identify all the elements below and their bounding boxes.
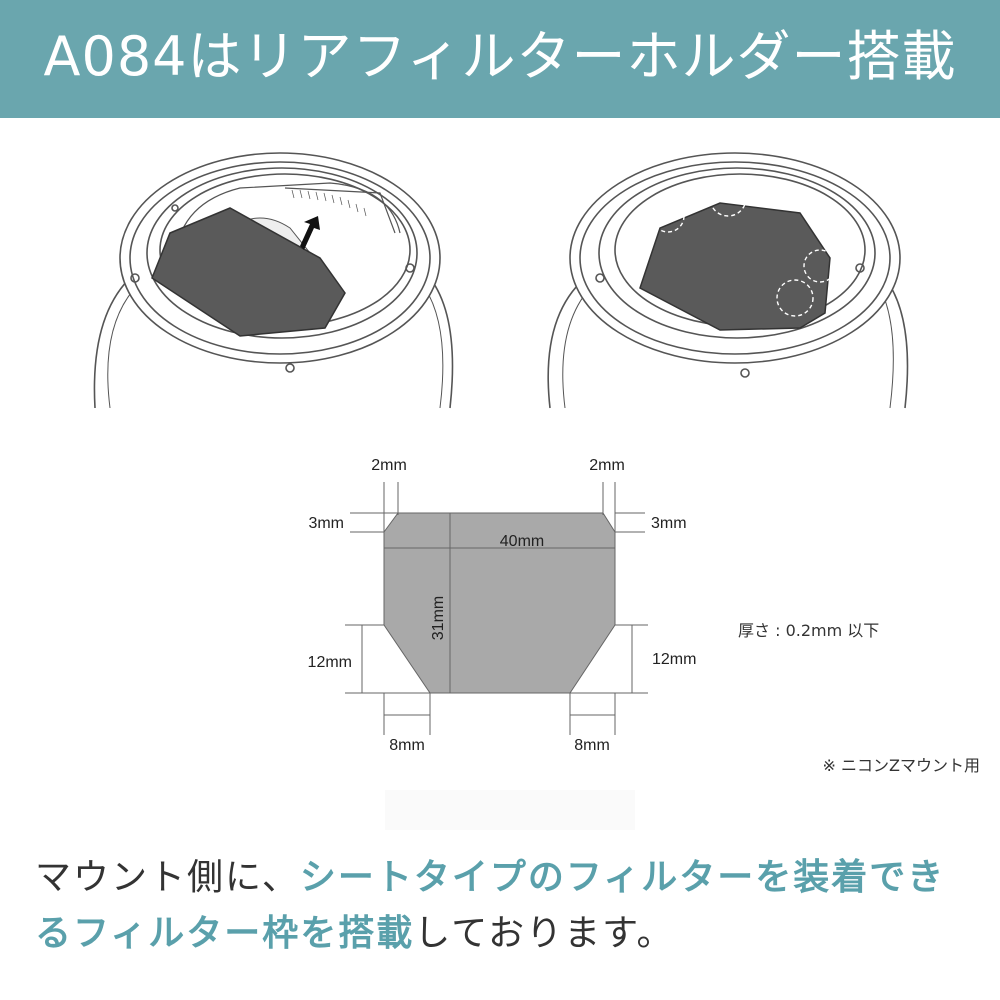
- dim-top-left: 2mm: [371, 457, 407, 474]
- caption-part1: マウント側に、: [35, 857, 300, 898]
- lens-illustrations: [93, 152, 909, 409]
- filter-sheet-right: [639, 202, 831, 331]
- lock-tab-markers: [651, 179, 837, 317]
- dimension-guides: [345, 482, 648, 735]
- dim-top-right: 2mm: [589, 457, 625, 474]
- title-banner: A084はリアフィルターホルダー搭載: [0, 0, 1000, 118]
- banner-title: A084はリアフィルターホルダー搭載: [43, 25, 957, 88]
- caption-highlight: シートタイプのフィルターを装着できるフィルター枠を搭載: [35, 857, 946, 954]
- dim-side-right: 12mm: [652, 651, 696, 668]
- caption-part2: しております。: [414, 913, 675, 954]
- dim-height: 31mm: [430, 596, 447, 640]
- dim-width: 40mm: [500, 533, 544, 550]
- dim-corner-left: 3mm: [308, 515, 344, 532]
- filter-sheet-left: [151, 207, 346, 337]
- dim-bottom-left: 8mm: [389, 737, 425, 754]
- dim-side-left: 12mm: [308, 654, 352, 671]
- mount-note: ※ ニコンZマウント用: [823, 756, 980, 775]
- dim-bottom-right: 8mm: [574, 737, 610, 754]
- insert-arrow-icon: [300, 216, 320, 250]
- dim-corner-right: 3mm: [651, 515, 687, 532]
- thickness-note: 厚さ : 0.2mm 以下: [738, 621, 879, 640]
- faint-background-block: [385, 790, 635, 830]
- caption-text: マウント側に、シートタイプのフィルターを装着できるフィルター枠を搭載しております…: [35, 850, 975, 962]
